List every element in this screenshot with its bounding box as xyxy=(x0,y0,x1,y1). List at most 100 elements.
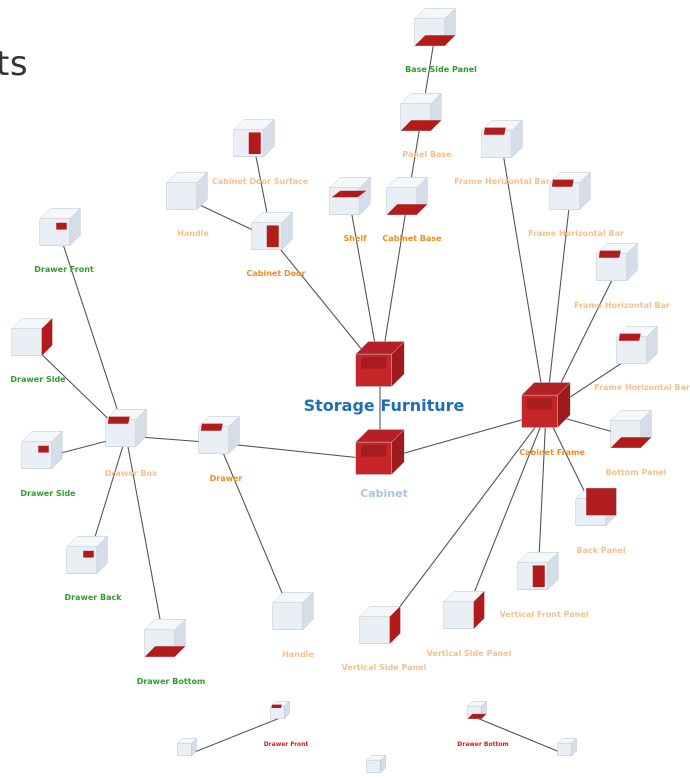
node-vsp-1[interactable]: Vertical Side Panel xyxy=(342,605,427,672)
node-label: Shelf xyxy=(343,234,367,243)
node-label: Drawer Bottom xyxy=(457,741,508,748)
node-label: Storage Furniture xyxy=(304,396,465,415)
node-vsp-2[interactable]: Vertical Side Panel xyxy=(427,590,512,658)
cube-icon xyxy=(269,700,291,720)
cube-icon xyxy=(11,317,53,357)
node-drawer[interactable]: Drawer xyxy=(198,415,243,483)
node-label: Drawer Back xyxy=(64,593,122,602)
node-label: Cabinet Door Surface xyxy=(212,177,309,186)
node-label: Bottom Panel xyxy=(606,468,667,477)
cube-icon xyxy=(610,409,652,449)
cube-icon xyxy=(21,430,63,470)
node-mini-a[interactable] xyxy=(176,737,198,757)
node-drawer-side-2[interactable]: Drawer Side xyxy=(20,430,76,498)
node-base-side-panel[interactable]: Base Side Panel xyxy=(405,7,477,74)
cube-icon xyxy=(198,415,240,455)
node-label: Drawer Box xyxy=(105,469,158,478)
cube-icon xyxy=(329,176,371,216)
cube-icon xyxy=(549,171,591,211)
edge-frame-vfp xyxy=(537,412,547,580)
edge-drawer_box-drawer_bottom xyxy=(125,435,166,647)
node-label: Base Side Panel xyxy=(405,65,477,74)
edge-cabinet-frame xyxy=(379,412,547,461)
node-label: Drawer Front xyxy=(34,265,94,274)
cube-icon xyxy=(521,381,571,429)
node-drawer-bottom[interactable]: Drawer Bottom xyxy=(137,618,206,686)
node-mini-drawer-front[interactable]: Drawer Front xyxy=(264,700,309,748)
node-label: Cabinet Base xyxy=(382,234,442,243)
node-label: Vertical Front Panel xyxy=(500,610,589,619)
cube-icon xyxy=(144,618,186,658)
node-drawer-side-1[interactable]: Drawer Side xyxy=(10,317,66,384)
node-label: Drawer xyxy=(210,474,243,483)
node-bottom-panel[interactable]: Bottom Panel xyxy=(606,409,667,477)
node-label: Cabinet Door xyxy=(246,269,305,278)
node-handle-top[interactable]: Handle xyxy=(166,171,210,238)
node-drawer-front[interactable]: Drawer Front xyxy=(34,207,94,274)
node-vfp[interactable]: Vertical Front Panel xyxy=(500,551,589,619)
node-frame[interactable]: Cabinet Frame xyxy=(519,381,585,458)
node-drawer-back[interactable]: Drawer Back xyxy=(64,535,122,602)
node-mini-c[interactable] xyxy=(556,737,578,757)
node-fhb-1[interactable]: Frame Horizontal Bar xyxy=(454,119,550,186)
node-fhb-3[interactable]: Frame Horizontal Bar xyxy=(574,242,670,310)
node-drawer-box[interactable]: Drawer Box xyxy=(105,408,158,478)
node-label: Frame Horizontal Bar xyxy=(574,301,670,310)
node-label: Drawer Front xyxy=(264,741,309,748)
cube-icon xyxy=(272,591,314,631)
edge-drawer-handle_bottom xyxy=(218,442,294,620)
node-cabinet[interactable]: Cabinet xyxy=(355,428,408,501)
node-cabinet-base[interactable]: Cabinet Base xyxy=(382,176,442,243)
node-fhb-2[interactable]: Frame Horizontal Bar xyxy=(528,171,624,238)
cube-icon xyxy=(556,737,578,757)
cube-icon xyxy=(355,428,405,476)
cube-icon xyxy=(105,408,147,448)
cube-icon xyxy=(517,551,559,591)
node-label: Cabinet xyxy=(360,487,408,500)
cube-icon xyxy=(176,737,198,757)
node-label: Back Panel xyxy=(576,546,626,555)
node-back-panel[interactable]: Back Panel xyxy=(575,487,626,555)
edge-drawer_box-drawer_front xyxy=(59,234,127,437)
node-label: Frame Horizontal Bar xyxy=(454,177,550,186)
node-label: Handle xyxy=(282,650,314,659)
node-label: Vertical Side Panel xyxy=(427,649,512,658)
cube-icon xyxy=(359,605,401,645)
node-label: Drawer Side xyxy=(20,489,76,498)
node-mini-drawer-bottom[interactable]: Drawer Bottom xyxy=(457,700,509,748)
edge-frame-vsp_1 xyxy=(379,412,547,634)
edge-cabinet-drawer xyxy=(218,442,381,461)
node-storage[interactable]: Storage Furniture xyxy=(304,340,465,416)
node-handle-bottom[interactable]: Handle xyxy=(272,591,315,659)
cube-icon xyxy=(596,242,638,282)
cube-icon xyxy=(616,325,658,365)
edge-frame-fhb_1 xyxy=(501,146,547,414)
cube-icon xyxy=(443,590,485,630)
cube-icon xyxy=(414,7,456,47)
node-mini-b[interactable] xyxy=(365,754,387,774)
cube-icon xyxy=(355,340,405,388)
node-label: Drawer Side xyxy=(10,375,66,384)
cube-icon xyxy=(400,92,442,132)
cube-icon xyxy=(481,119,523,159)
edge-frame-fhb_2 xyxy=(545,198,571,414)
edge-mini_drawer_bottom-mini_c xyxy=(476,717,568,756)
node-label: Vertical Side Panel xyxy=(342,663,427,672)
node-label: Frame Horizontal Bar xyxy=(594,383,690,392)
cube-icon xyxy=(466,700,488,720)
node-cabinet-door[interactable]: Cabinet Door xyxy=(246,211,306,278)
node-shelf[interactable]: Shelf xyxy=(329,176,371,243)
cube-icon xyxy=(365,754,387,774)
node-label: Frame Horizontal Bar xyxy=(528,229,624,238)
cube-icon xyxy=(386,176,428,216)
node-fhb-4[interactable]: Frame Horizontal Bar xyxy=(594,325,690,392)
cube-icon xyxy=(39,207,81,247)
node-door-surface[interactable]: Cabinet Door Surface xyxy=(212,118,309,186)
cube-icon xyxy=(166,171,208,211)
edge-mini_a-mini_drawer_front xyxy=(186,717,281,756)
node-label: Drawer Bottom xyxy=(137,677,206,686)
cube-icon xyxy=(66,535,108,575)
node-panel-base[interactable]: Panel Base xyxy=(400,92,453,159)
cube-icon xyxy=(575,487,617,527)
